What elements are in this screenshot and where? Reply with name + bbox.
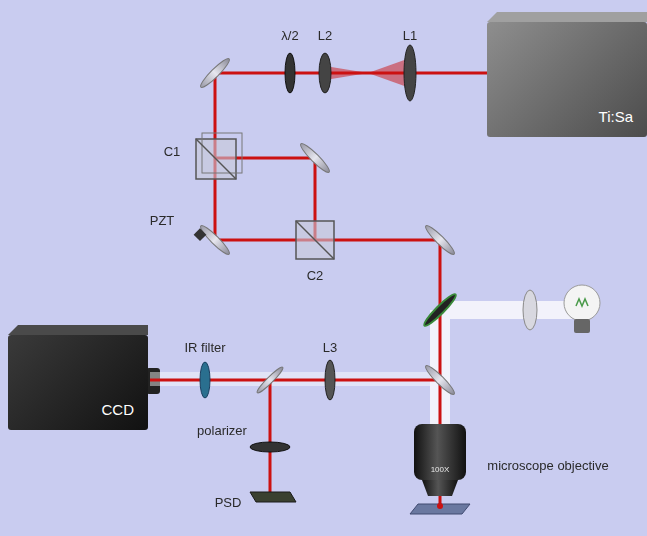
part-label: PZT [150,213,175,228]
microscope-objective [414,424,466,496]
white-light [150,301,580,425]
part-label: microscope objective [487,458,608,473]
sample-slide [410,504,470,514]
lens [404,45,416,101]
laser-box: Ti:Sa [487,22,647,137]
part-label: L2 [318,28,332,43]
lens [325,360,335,400]
beam-splitter-cube [296,221,334,259]
box-label: CCD [102,401,135,418]
lens [319,53,331,93]
polarizer-symbol [250,442,290,452]
focus-spot [437,503,443,509]
part-label: IR filter [184,340,225,355]
camera-box: CCD [8,335,148,430]
lamp [564,285,600,333]
part-label: C2 [307,268,324,283]
part-label: PSD [215,495,242,510]
magnification-label: 100X [431,465,450,474]
part-label: polarizer [197,423,247,438]
box-top [487,12,647,22]
pzt-actuator [194,228,207,241]
laser-beam [150,73,487,505]
box-top [8,325,148,335]
part-label: L3 [323,340,337,355]
half-wave-plate [285,53,295,93]
part-label: λ/2 [281,28,298,43]
ir-filter [200,362,210,398]
beam-splitter-cube [196,133,242,179]
part-label: L1 [403,28,417,43]
condenser-lens [523,290,537,330]
part-label: C1 [164,144,181,159]
mirror [198,56,457,397]
psd-symbol [250,492,296,502]
box-label: Ti:Sa [599,108,633,125]
dichroic-mirror [422,292,459,329]
